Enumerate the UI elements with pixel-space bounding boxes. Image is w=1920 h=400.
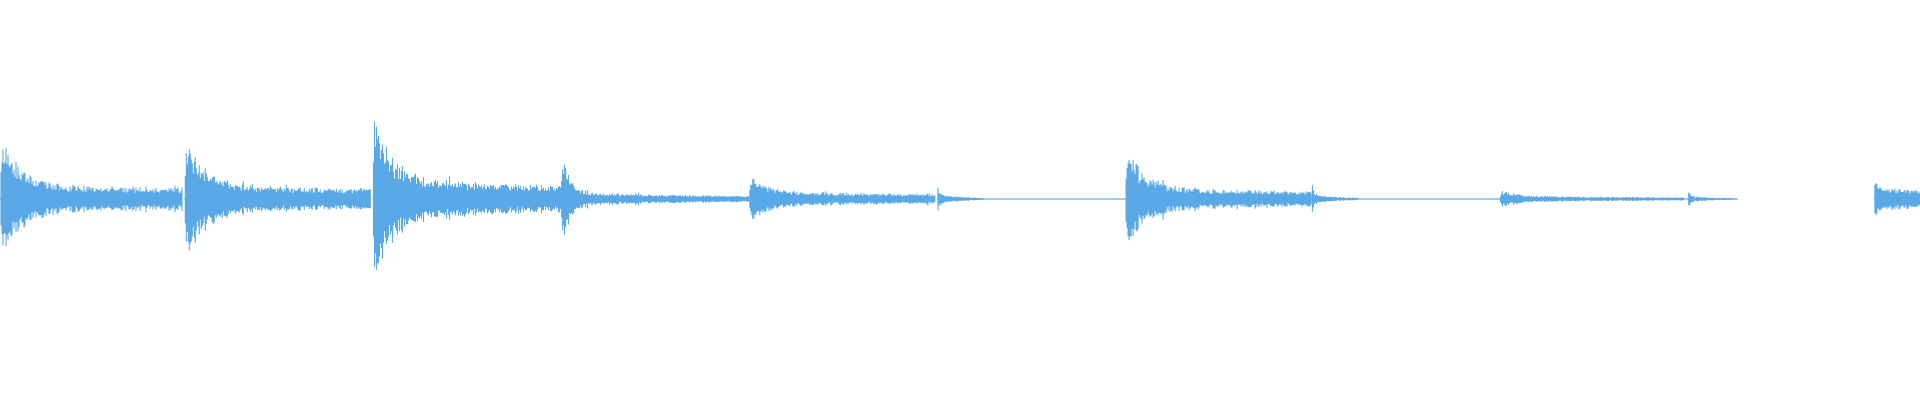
baseline-segment: [1683, 198, 1688, 200]
waveform-centerline: [372, 198, 561, 200]
baseline-segment: [1357, 198, 1500, 200]
waveform-bars: [0, 121, 1920, 270]
waveform-centerline: [1125, 198, 1312, 200]
waveform-onset-4: [561, 164, 750, 235]
waveform-centerline: [184, 198, 371, 200]
baseline-segment: [983, 198, 1126, 200]
waveform-onset-7: [1125, 159, 1312, 241]
waveform-centerline: [0, 198, 183, 200]
waveform-centerline: [1873, 198, 1920, 200]
waveform-onset-2: [184, 149, 371, 251]
waveform-centerline: [937, 198, 984, 200]
waveform-centerline: [1687, 198, 1738, 200]
waveform-centerline: [748, 198, 935, 200]
waveform-onset-1: [0, 148, 183, 247]
waveform-centerline: [1499, 198, 1684, 200]
waveform-onset-8: [1311, 184, 1358, 212]
waveform-centerline: [560, 198, 749, 200]
waveform-onset-3: [372, 121, 562, 270]
waveform-centerline: [1311, 198, 1358, 200]
